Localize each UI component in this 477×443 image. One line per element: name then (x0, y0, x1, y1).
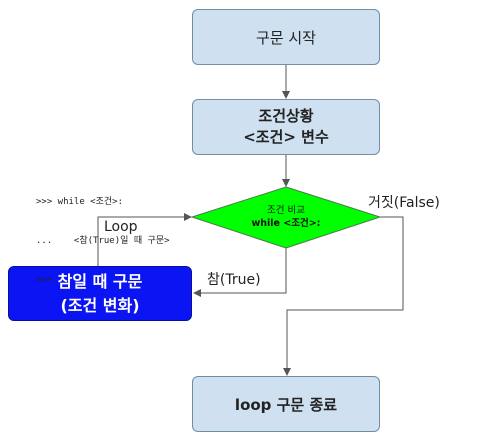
start-node-label: 구문 시작 (256, 28, 316, 47)
decision-diamond (190, 186, 382, 249)
end-node: loop 구문 종료 (192, 376, 380, 432)
true-statement-line1: 참일 때 구문 (57, 271, 143, 291)
setup-node: 조건상황 <조건> 변수 (192, 99, 380, 155)
decision-label-line1: 조건 비교 (267, 205, 305, 216)
setup-node-line2: <조건> 변수 (243, 128, 329, 146)
true-statement-line2: (조건 변화) (60, 295, 140, 315)
setup-node-line1: 조건상황 (258, 107, 314, 125)
end-node-label: loop 구문 종료 (234, 395, 338, 414)
decision-label: 조건 비교 while <조건>: (226, 204, 346, 230)
start-node: 구문 시작 (192, 9, 380, 65)
decision-label-line2: while <조건>: (251, 218, 321, 229)
arrow-true-path (193, 248, 287, 297)
code-line-1: >>> while <조건>: (36, 197, 124, 207)
loop-edge-label: Loop (104, 219, 138, 235)
code-line-3: >>> (36, 275, 53, 285)
false-edge-label: 거짓(False) (368, 195, 440, 211)
arrow-loop-path (97, 213, 192, 266)
true-edge-label: 참(True) (207, 272, 261, 288)
code-line-2: ... <참(True)일 때 구문> (36, 236, 170, 246)
code-snippet: >>> while <조건>: ... <참(True)일 때 구문> >>> (36, 170, 170, 300)
true-statement-node: 참일 때 구문 (조건 변화) (8, 266, 192, 321)
arrow-false-path (283, 216, 404, 376)
